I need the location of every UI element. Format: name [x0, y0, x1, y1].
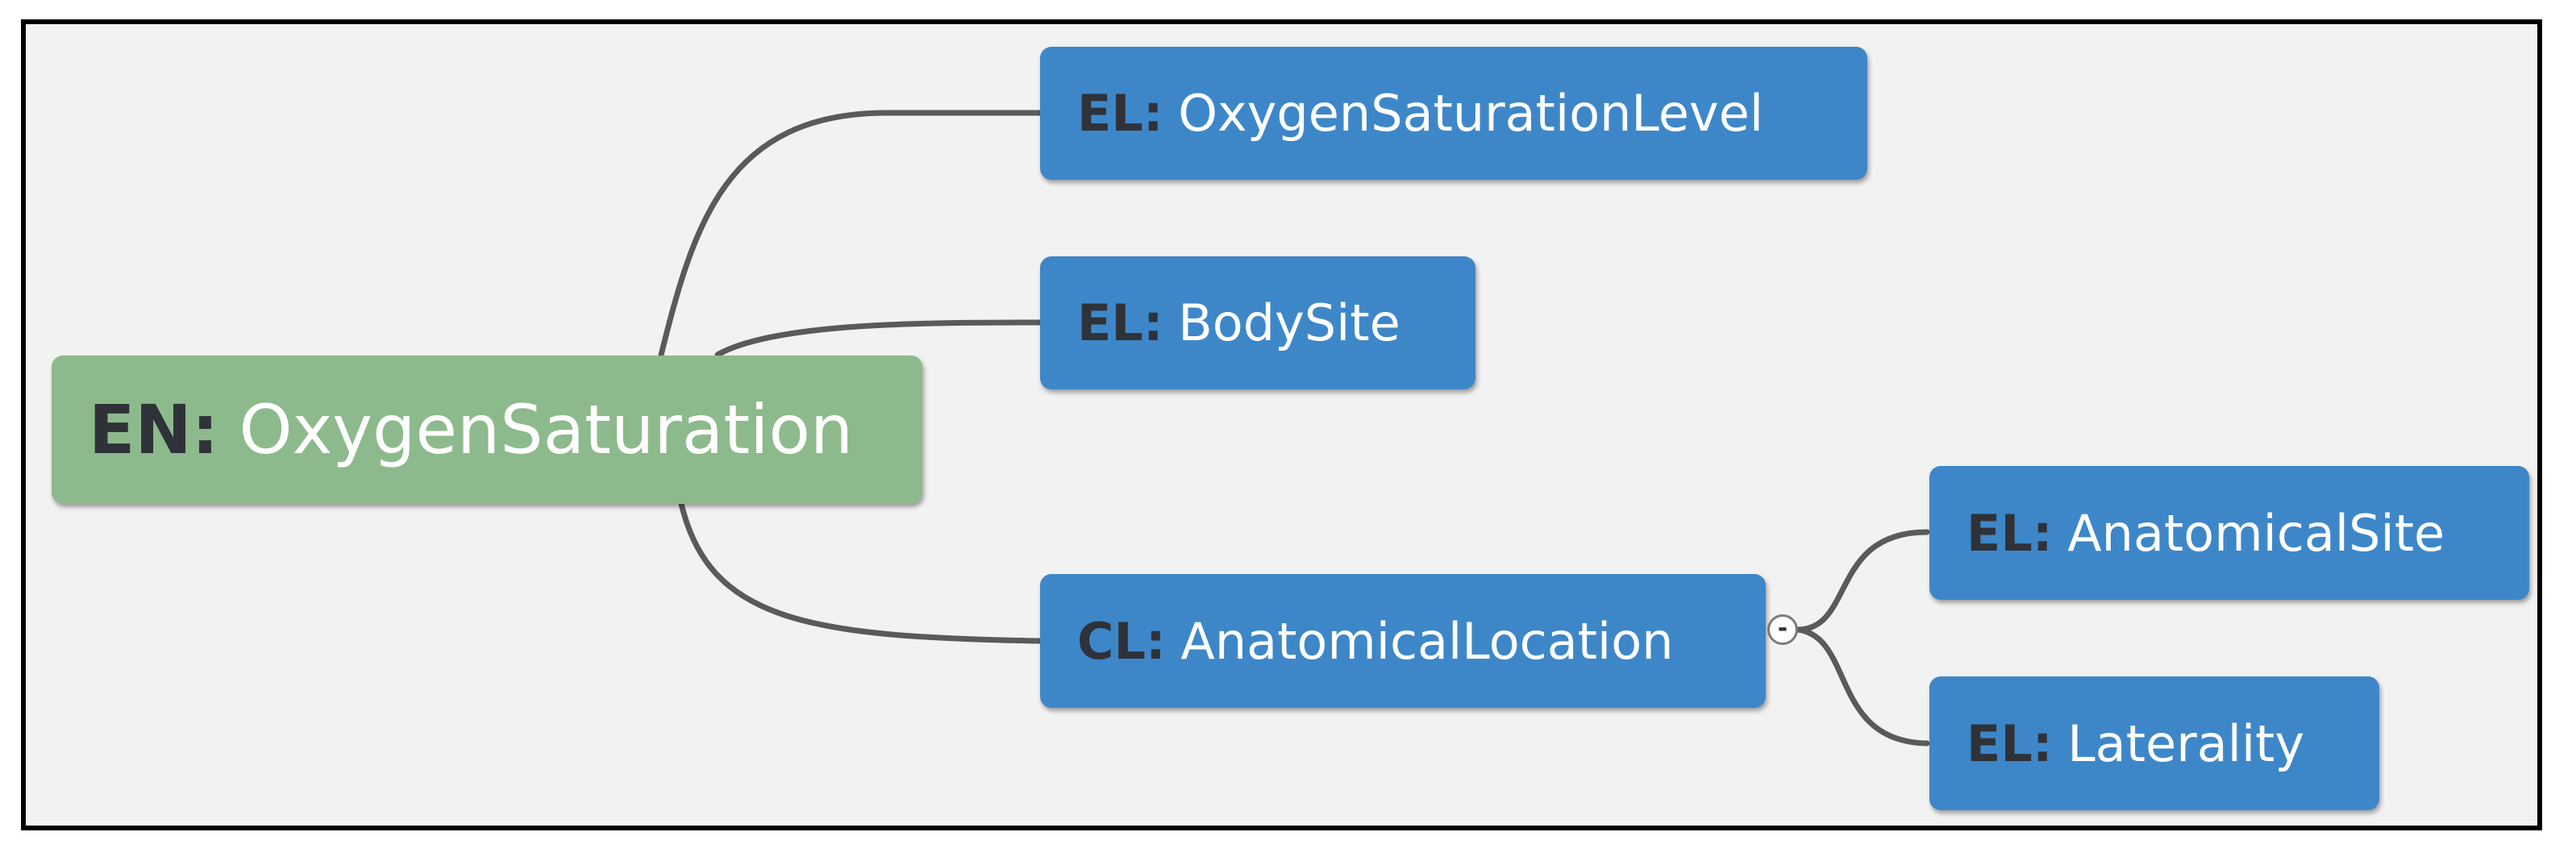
connector-root-to-body-site [714, 319, 1043, 358]
collapse-toggle-button[interactable]: - [1767, 614, 1798, 645]
connector-root-to-oxygen-saturation-level [658, 110, 1043, 358]
root-node-label: OxygenSaturation [239, 390, 854, 469]
root-node[interactable]: EN: OxygenSaturation [52, 356, 922, 504]
root-node-prefix: EN: [89, 390, 219, 469]
node-anatomical-site-label: AnatomicalSite [2067, 503, 2445, 563]
node-oxygen-saturation-level-label: OxygenSaturationLevel [1178, 84, 1764, 143]
node-body-site[interactable]: EL: BodySite [1040, 256, 1475, 389]
node-anatomical-location-prefix: CL: [1077, 611, 1166, 671]
node-anatomical-site-prefix: EL: [1966, 503, 2053, 563]
connector-root-to-anatomical-location [678, 501, 1043, 644]
node-oxygen-saturation-level-prefix: EL: [1077, 84, 1163, 143]
node-body-site-prefix: EL: [1077, 293, 1163, 352]
node-laterality-prefix: EL: [1966, 713, 2053, 773]
node-anatomical-location[interactable]: CL: AnatomicalLocation [1040, 574, 1766, 708]
node-anatomical-site[interactable]: EL: AnatomicalSite [1929, 466, 2529, 600]
node-laterality[interactable]: EL: Laterality [1929, 676, 2379, 810]
node-anatomical-location-label: AnatomicalLocation [1180, 611, 1674, 671]
node-oxygen-saturation-level[interactable]: EL: OxygenSaturationLevel [1040, 47, 1867, 180]
connector-toggle-to-laterality [1795, 626, 1930, 747]
node-body-site-label: BodySite [1178, 293, 1400, 352]
connector-toggle-to-anatomical-site [1795, 529, 1930, 633]
node-laterality-label: Laterality [2067, 713, 2305, 773]
